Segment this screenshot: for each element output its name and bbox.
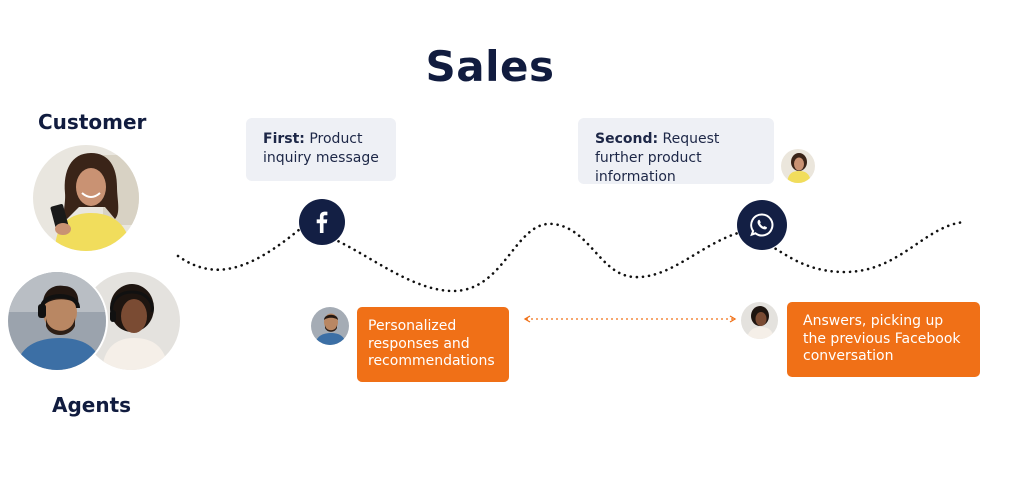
agents-label: Agents <box>52 393 132 417</box>
step-first-text: Product inquiry message <box>263 131 379 166</box>
step-second-box: Second: Request further product informat… <box>578 118 774 185</box>
handoff-arrow <box>523 315 737 323</box>
agent-male-avatar <box>8 272 106 370</box>
customer-label: Customer <box>38 110 147 134</box>
agent-male-small-avatar <box>311 307 349 345</box>
whatsapp-icon <box>737 200 787 250</box>
customer-small-avatar <box>781 149 815 183</box>
customer-avatar <box>33 145 139 251</box>
step-second-lead: Second: <box>595 131 659 147</box>
step-first-box: First: Product inquiry message <box>246 118 396 181</box>
step-second-text: Request further product information <box>595 131 720 185</box>
step-first-lead: First: <box>263 131 305 147</box>
response-answers-box: Answers, picking up the previous Faceboo… <box>787 302 980 377</box>
response-personalized-box: Personalized responses and recommendatio… <box>357 307 509 382</box>
agent-female-avatar <box>82 272 180 370</box>
agent-female-small-avatar <box>741 302 778 339</box>
diagram-title: Sales <box>425 42 555 91</box>
facebook-icon <box>299 199 345 245</box>
